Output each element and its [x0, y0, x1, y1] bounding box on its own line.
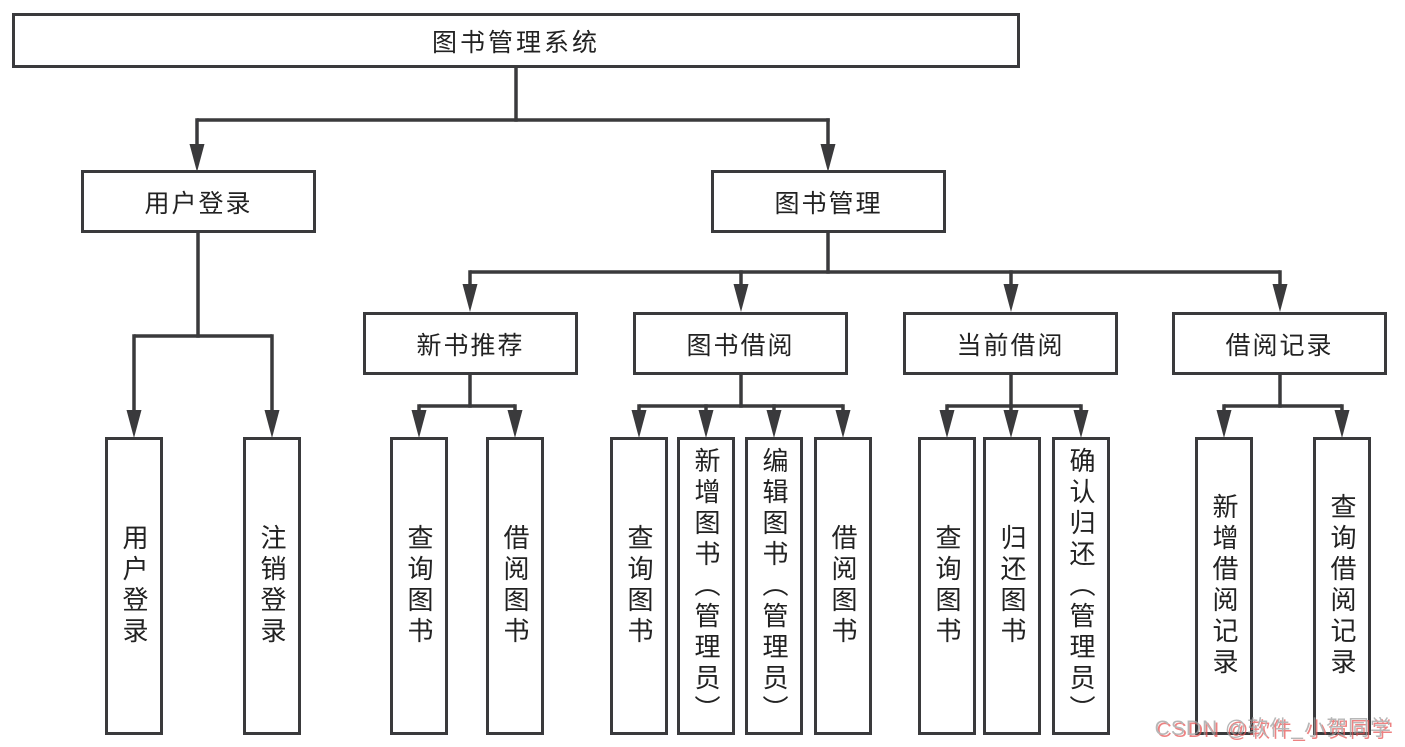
node-book-borrow: 图书借阅	[633, 312, 848, 375]
leaf-add-book-admin: 新增图书（管理员）	[677, 437, 735, 735]
node-borrow-records: 借阅记录	[1172, 312, 1387, 375]
connector-book-management-branch	[462, 233, 1288, 312]
node-current-borrow: 当前借阅	[903, 312, 1118, 375]
leaf-logout-login: 注销登录	[243, 437, 301, 735]
leaf-label: 借阅图书	[828, 524, 858, 648]
leaf-label: 查询图书	[932, 524, 962, 648]
leaf-query-books-1: 查询图书	[390, 437, 448, 735]
leaf-label: 新增借阅记录	[1209, 493, 1239, 679]
leaf-query-books-2: 查询图书	[610, 437, 668, 735]
leaf-label: 查询借阅记录	[1327, 493, 1357, 679]
leaf-label: 归还图书	[997, 524, 1027, 648]
leaf-query-books-3: 查询图书	[918, 437, 976, 735]
leaf-label: 查询图书	[404, 524, 434, 648]
leaf-label: 注销登录	[257, 524, 287, 648]
node-user-login: 用户登录	[81, 170, 316, 233]
leaf-edit-book-admin: 编辑图书（管理员）	[745, 437, 803, 735]
leaf-user-login: 用户登录	[105, 437, 163, 735]
connector-current-borrow-branch	[939, 375, 1089, 438]
connector-book-borrow-branch	[631, 375, 851, 438]
connector-root-branch	[189, 68, 836, 172]
leaf-label: 查询图书	[624, 524, 654, 648]
leaf-label: 借阅图书	[500, 524, 530, 648]
leaf-label: 用户登录	[119, 524, 149, 648]
connector-new-book-recommend-branch	[411, 375, 523, 438]
node-system-root: 图书管理系统	[12, 13, 1020, 68]
leaf-add-borrow-record: 新增借阅记录	[1195, 437, 1253, 735]
leaf-return-books: 归还图书	[983, 437, 1041, 735]
connector-borrow-records-branch	[1216, 375, 1350, 438]
leaf-label: 新增图书（管理员）	[691, 446, 721, 726]
leaf-label: 确认归还（管理员）	[1066, 446, 1096, 726]
connector-user-login-branch	[126, 233, 280, 438]
leaf-label: 编辑图书（管理员）	[759, 446, 789, 726]
leaf-borrow-books-2: 借阅图书	[814, 437, 872, 735]
leaf-query-borrow-record: 查询借阅记录	[1313, 437, 1371, 735]
leaf-borrow-books-1: 借阅图书	[486, 437, 544, 735]
leaf-confirm-return-admin: 确认归还（管理员）	[1052, 437, 1110, 735]
node-new-book-recommend: 新书推荐	[363, 312, 578, 375]
node-book-management: 图书管理	[711, 170, 946, 233]
